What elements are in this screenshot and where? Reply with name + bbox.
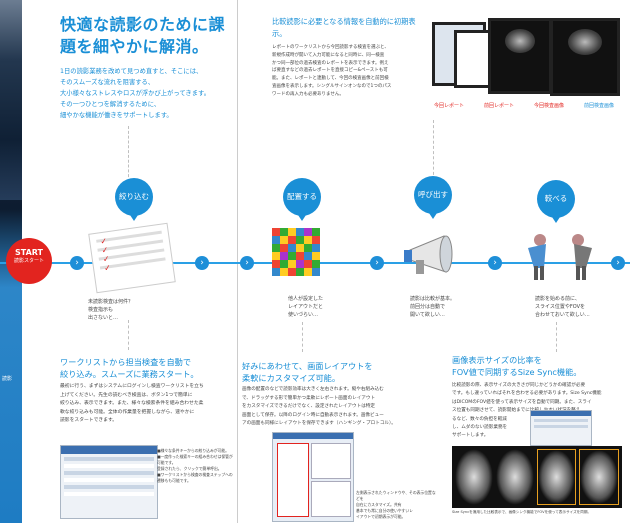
arrow-icon: › [488,256,502,270]
section-notes: Size Syncを適用した比較表示で、画像シンク機能でFOVを使って表示サイズ… [452,510,592,514]
connector-1 [128,126,129,182]
step-caption: 読影を始める前に、スライス位置やFOVを合わせておいて欲しい… [535,296,590,318]
arrow-icon: › [611,256,625,270]
arrow-icon: › [195,256,209,270]
monitor-image-2 [550,18,620,96]
connector-1b [128,320,129,350]
side-tag: 読影 [2,376,13,382]
step-bubble-arrange: 配置する [283,178,321,221]
section-notes: 左側表示されたウィンドウや、その表示位置などを自在にカスタマイズ。共有基本でも常… [356,490,436,519]
people-bowing-icon [510,228,610,280]
monitor-image-1 [488,18,552,94]
section-notes: ■様々な条件キーからの絞り込みが可能。■一度作った検索キーの組み合わせは保管が可… [157,448,233,483]
step-bubble-recall: 呼び出す [414,176,452,219]
layout-screenshot [272,432,354,522]
step-bubble-narrow: 絞り込む [115,178,153,221]
arrow-icon: › [370,256,384,270]
connector-3 [433,120,434,180]
section-body: 比較読影の際、表示サイズの大きさが同じかどうかの確認が必要です。もし違っていれば… [452,383,602,439]
section-body: 最初に行う、まずはシステムにログインし検査ワークリストを立ち上げてください。先生… [60,384,204,423]
megaphone-icon [402,232,472,280]
left-title: 快適な読影のために課題を細やかに解消。 [60,15,226,56]
layout-blocks-illustration [272,228,320,276]
connector-4b [556,322,557,352]
right-title: 比較読影に必要となる情報を自動的に初期表示。 [272,17,416,38]
arrow-icon: › [240,256,254,270]
ct-comparison-image [452,446,622,508]
size-sync-dialog [530,410,592,446]
step-bubble-compare: 較べる [537,180,575,223]
checklist-illustration: ✓✓✓✓ [88,222,176,294]
section-title: ワークリストから担当検査を自動で絞り込み。スムーズに業務スタート。 [60,357,199,379]
arrow-icon: › [70,256,84,270]
start-badge: START 読影スタート [6,238,52,284]
left-lead: 1日の読影業務を改めて見つめ直すと、そこには、そのスムーズな流れを阻害する、大小… [60,68,210,119]
step-caption: 未読影検査は何件？検査指示も出さないと… [88,299,134,321]
page-fold [237,0,238,523]
monitor-label: 今回検査画像 [533,103,564,109]
step-caption: 読影は比較が基本。前回分は自動で開いて欲しい… [410,296,456,318]
monitor-set: 今回レポート 前回レポート 今回検査画像 前回検査画像 [424,16,624,116]
left-edge-photo [0,0,22,200]
worklist-screenshot [60,445,158,519]
step-caption: 他人が設定したレイアウトだと使いづらい… [288,296,324,318]
connector-2b [302,322,303,352]
monitor-label: 今回レポート [433,103,464,109]
monitor-label: 前回レポート [483,103,514,109]
section-body: 画像の配置のなどで読影効率は大きく左右されます。縦や右組み込むで、ドラッグする形… [242,387,396,426]
right-body: レポートのワークリストから今回読影する検査を選ぶと、新規作成時が開いて入力可能に… [272,45,392,97]
section-title: 好みにあわせて、画面レイアウトを柔軟にカスタマイズ可能。 [242,361,373,383]
monitor-label: 前回検査画像 [583,103,614,109]
